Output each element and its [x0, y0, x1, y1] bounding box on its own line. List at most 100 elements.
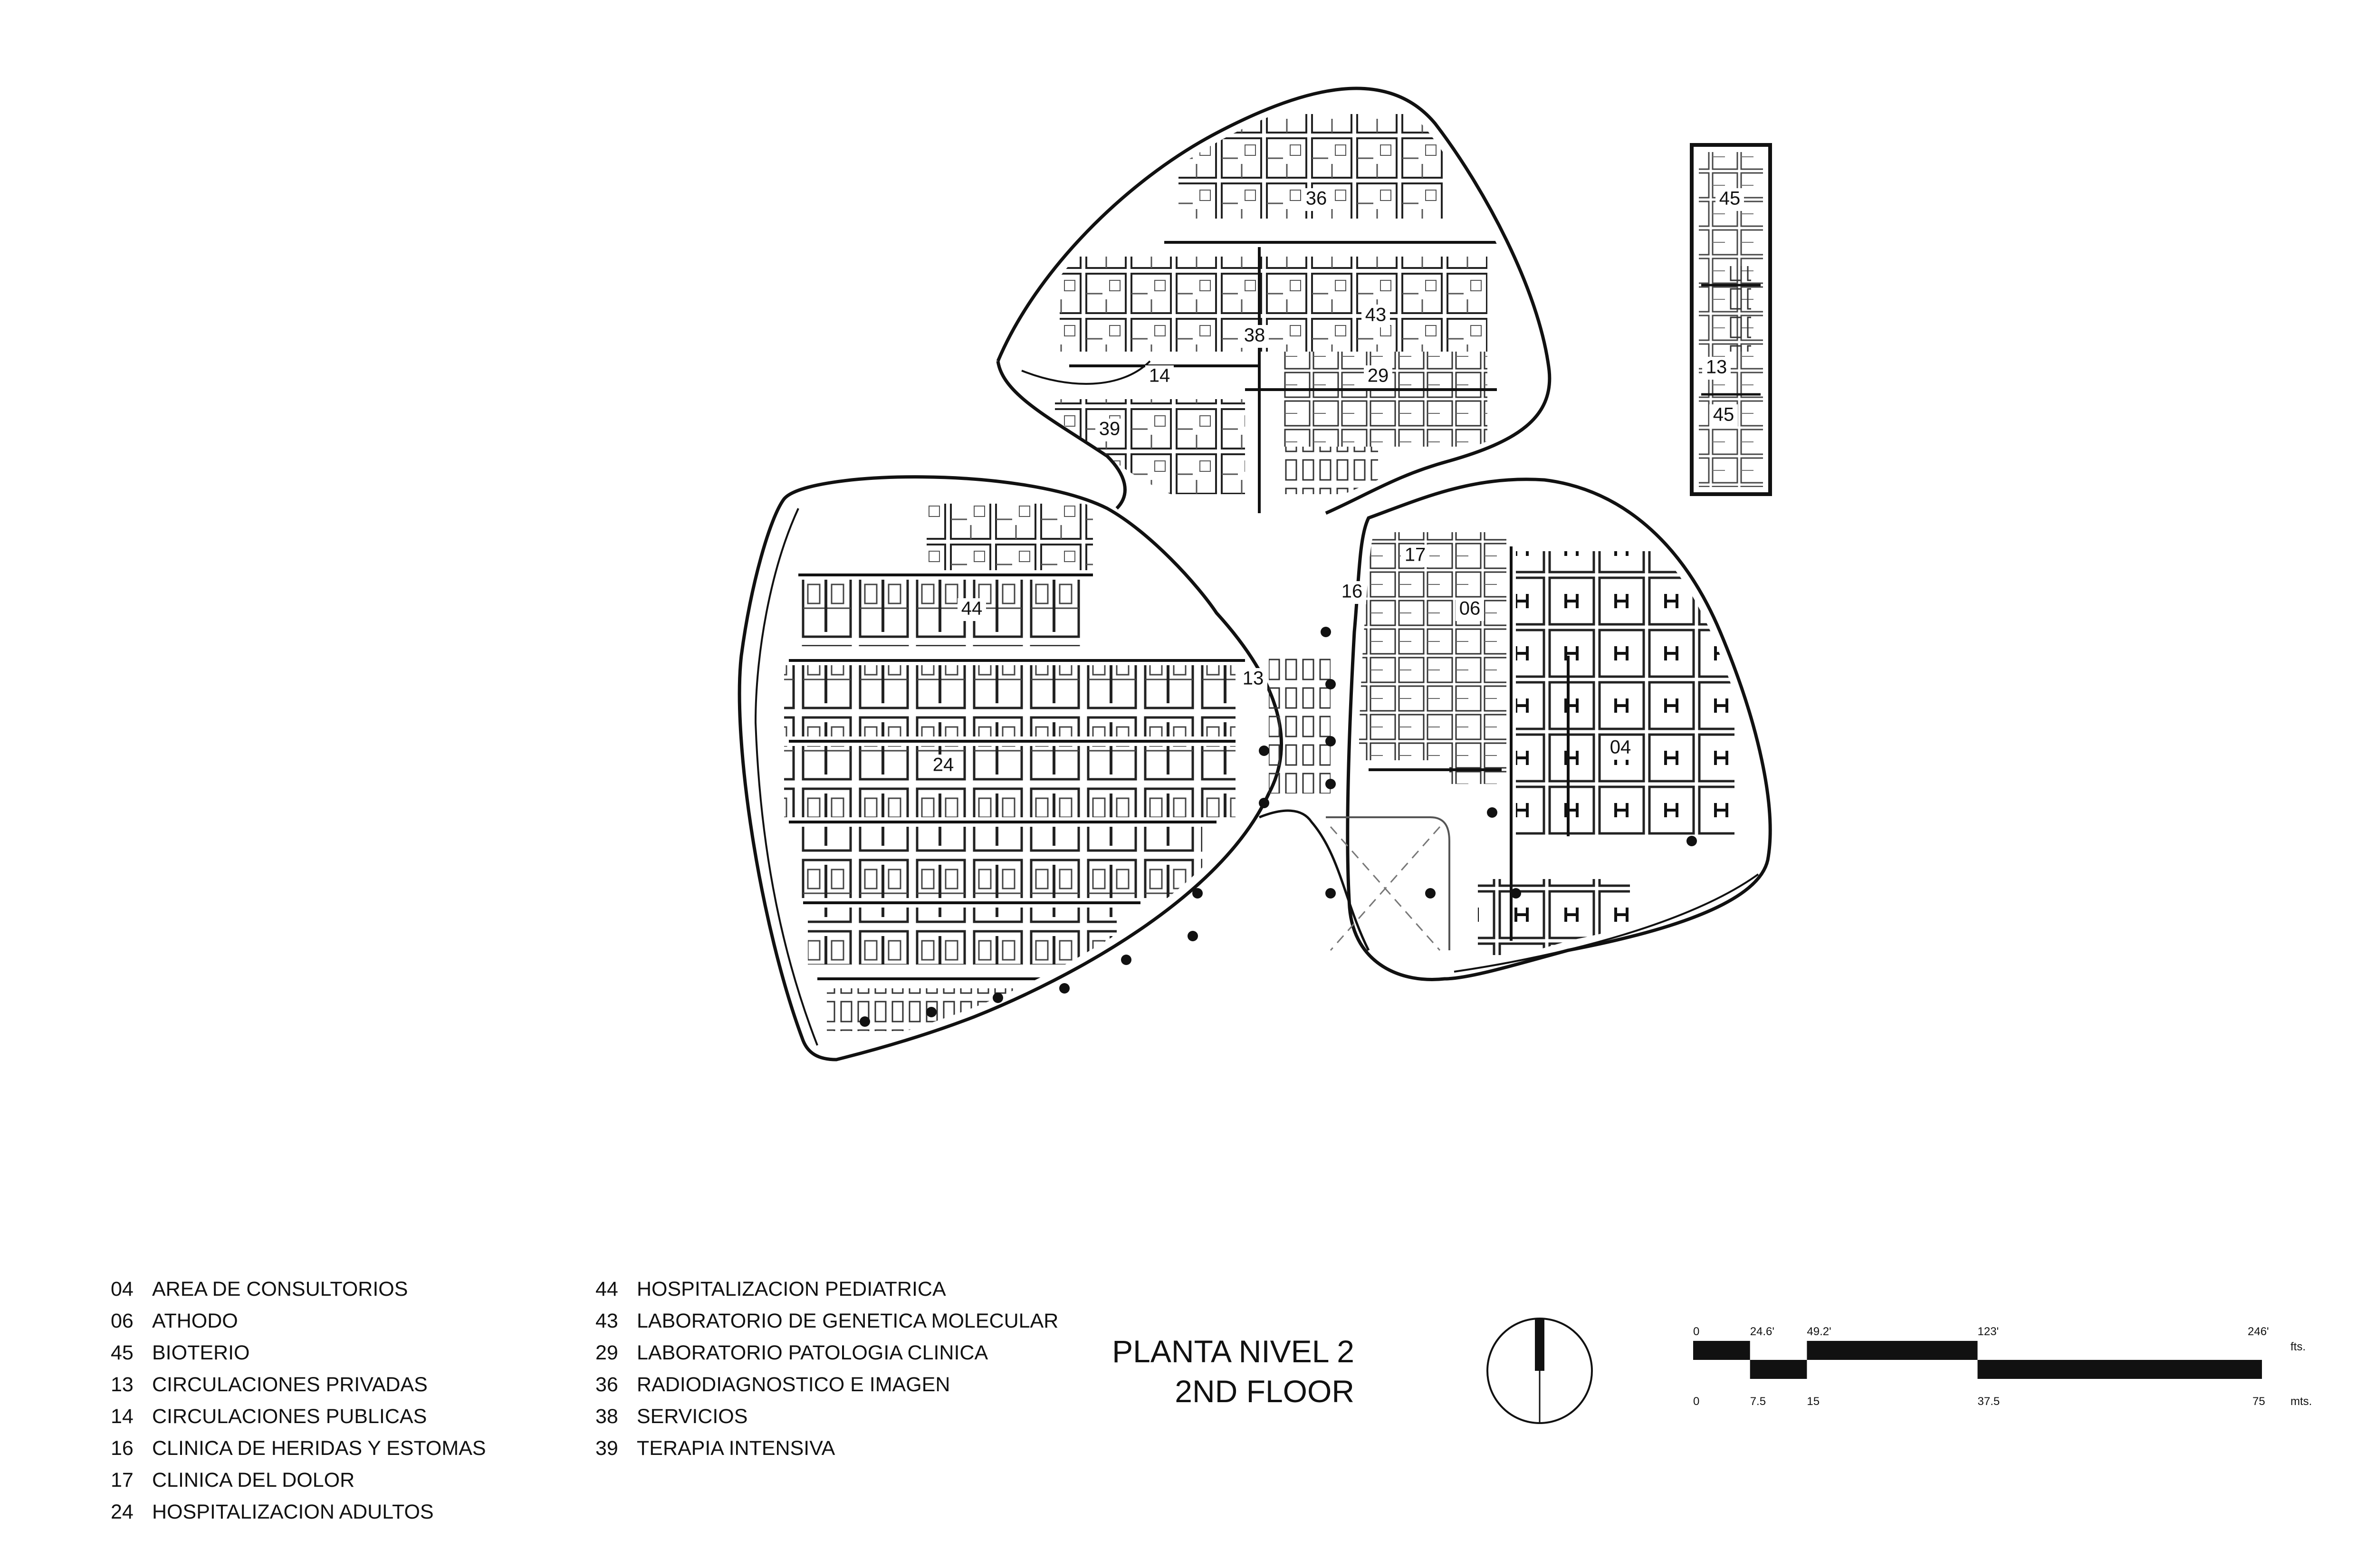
legend-item: 24 HOSPITALIZACION ADULTOS	[111, 1496, 486, 1528]
legend-code: 17	[111, 1469, 134, 1492]
legend-item: 17 CLINICA DEL DOLOR	[111, 1464, 486, 1496]
legend-item: 13 CIRCULACIONES PRIVADAS	[111, 1369, 486, 1401]
legend-code: 13	[111, 1373, 134, 1396]
legend-code: 39	[595, 1437, 618, 1460]
legend-label: HOSPITALIZACION ADULTOS	[152, 1501, 434, 1523]
room-tag-39: 39	[1099, 419, 1121, 440]
legend-label: ATHODO	[152, 1310, 238, 1332]
legend-item: 14 CIRCULACIONES PUBLICAS	[111, 1401, 486, 1433]
legend-label: RADIODIAGNOSTICO E IMAGEN	[637, 1373, 950, 1396]
legend-item: 44 HOSPITALIZACION PEDIATRICA	[595, 1273, 1058, 1305]
room-tag-36: 36	[1306, 188, 1327, 209]
room-tag-17: 17	[1405, 545, 1426, 565]
legend-label: CLINICA DE HERIDAS Y ESTOMAS	[152, 1437, 486, 1460]
room-tag-bg	[1364, 365, 1392, 388]
scale-meter-tick: 15	[1807, 1395, 1820, 1408]
legend-item: 43 LABORATORIO DE GENETICA MOLECULAR	[595, 1305, 1058, 1337]
scale-meter-tick: 7.5	[1750, 1395, 1766, 1408]
room-tag-bg	[1338, 581, 1366, 604]
legend-label: TERAPIA INTENSIVA	[637, 1437, 835, 1460]
legend-item: 06 ATHODO	[111, 1305, 486, 1337]
legend-item: 36 RADIODIAGNOSTICO E IMAGEN	[595, 1369, 1058, 1401]
legend-label: LABORATORIO PATOLOGIA CLINICA	[637, 1341, 988, 1364]
scale-segment	[1750, 1360, 1807, 1379]
legend-code: 14	[111, 1405, 134, 1428]
legend-code: 06	[111, 1310, 134, 1332]
room-tag-43: 43	[1365, 305, 1387, 325]
room-tag-bg	[1095, 419, 1124, 441]
room-tag-bg	[1401, 545, 1429, 567]
scale-feet-tick: 24.6'	[1750, 1325, 1774, 1338]
legend-item: 38 SERVICIOS	[595, 1401, 1058, 1433]
legend-label: CLINICA DEL DOLOR	[152, 1469, 355, 1492]
legend-item: 16 CLINICA DE HERIDAS Y ESTOMAS	[111, 1433, 486, 1464]
room-tag-13: 13	[1243, 668, 1264, 689]
scale-feet-tick: 0	[1693, 1325, 1699, 1338]
legend-item: 29 LABORATORIO PATOLOGIA CLINICA	[595, 1337, 1058, 1369]
room-tag-44: 44	[961, 598, 983, 619]
room-tag-bg	[929, 755, 958, 777]
title-spanish: PLANTA NIVEL 2	[1112, 1334, 1354, 1369]
room-tag-bg	[1709, 404, 1738, 427]
north-arrow	[1486, 1318, 1593, 1424]
scale-segment	[1693, 1341, 1750, 1360]
legend-code: 36	[595, 1373, 618, 1396]
legend-label: HOSPITALIZACION PEDIATRICA	[637, 1278, 946, 1300]
legend-code: 29	[595, 1341, 618, 1364]
room-tag-bg	[1240, 325, 1269, 348]
legend-label: CIRCULACIONES PRIVADAS	[152, 1373, 428, 1396]
room-tag-45: 45	[1719, 188, 1741, 209]
room-tag-13: 13	[1706, 357, 1727, 378]
legend-column-1: 04 AREA DE CONSULTORIOS 06 ATHODO 45 BIOTERIO…	[111, 1273, 486, 1528]
legend-label: CIRCULACIONES PUBLICAS	[152, 1405, 427, 1428]
title-english: 2ND FLOOR	[1175, 1374, 1354, 1409]
legend-label: LABORATORIO DE GENETICA MOLECULAR	[637, 1310, 1059, 1332]
room-tag-bg	[1715, 188, 1744, 211]
drawing-title: PLANTA NIVEL 2 2ND FLOOR	[1045, 1331, 1354, 1411]
scale-feet-tick: 246'	[2248, 1325, 2269, 1338]
room-tag-bg	[1239, 668, 1267, 691]
room-tag-bg	[1145, 365, 1174, 388]
scale-meter-unit: mts.	[2290, 1395, 2312, 1408]
legend-label: BIOTERIO	[152, 1341, 250, 1364]
legend-code: 16	[111, 1437, 134, 1460]
legend-code: 44	[595, 1278, 618, 1300]
room-tag-bg	[1606, 737, 1635, 760]
legend-code: 45	[111, 1341, 134, 1364]
room-tag-45: 45	[1713, 404, 1734, 425]
room-tag-06: 06	[1459, 598, 1481, 619]
central-atrium	[1259, 656, 1450, 951]
legend-item: 04 AREA DE CONSULTORIOS	[111, 1273, 486, 1305]
room-tag-29: 29	[1368, 365, 1389, 386]
scale-meter-tick: 0	[1693, 1395, 1699, 1408]
scale-segment	[1807, 1341, 1978, 1360]
scale-segment	[1977, 1360, 2262, 1379]
scale-feet-tick: 49.2'	[1807, 1325, 1831, 1338]
room-tag-16: 16	[1341, 581, 1363, 602]
legend-code: 24	[111, 1501, 134, 1523]
room-tag-bg	[1361, 305, 1390, 327]
scale-feet-unit: fts.	[2290, 1340, 2306, 1353]
room-tag-24: 24	[933, 755, 954, 775]
legend-item: 45 BIOTERIO	[111, 1337, 486, 1369]
legend-label: SERVICIOS	[637, 1405, 748, 1428]
room-tag-bg	[1302, 188, 1331, 211]
scale-feet-tick: 123'	[1978, 1325, 1999, 1338]
room-tag-bg	[1702, 357, 1731, 380]
legend-item: 39 TERAPIA INTENSIVA	[595, 1433, 1058, 1464]
legend-code: 43	[595, 1310, 618, 1332]
legend-code: 04	[111, 1278, 134, 1300]
building-west-wing	[738, 475, 1283, 1061]
scale-meter-tick: 75	[2252, 1395, 2265, 1408]
room-tag-bg	[1456, 598, 1484, 621]
scale-bar: 0 24.6' 49.2' 123' 246' 0 7.5 15 37.5 75 fts. mts.	[1693, 1325, 2312, 1408]
building-north-wing	[996, 86, 1552, 515]
scale-meter-tick: 37.5	[1978, 1395, 2000, 1408]
room-tag-38: 38	[1244, 325, 1265, 346]
room-tag-bg	[958, 598, 986, 621]
legend-code: 38	[595, 1405, 618, 1428]
legend-label: AREA DE CONSULTORIOS	[152, 1278, 408, 1300]
room-tag-14: 14	[1149, 365, 1170, 386]
